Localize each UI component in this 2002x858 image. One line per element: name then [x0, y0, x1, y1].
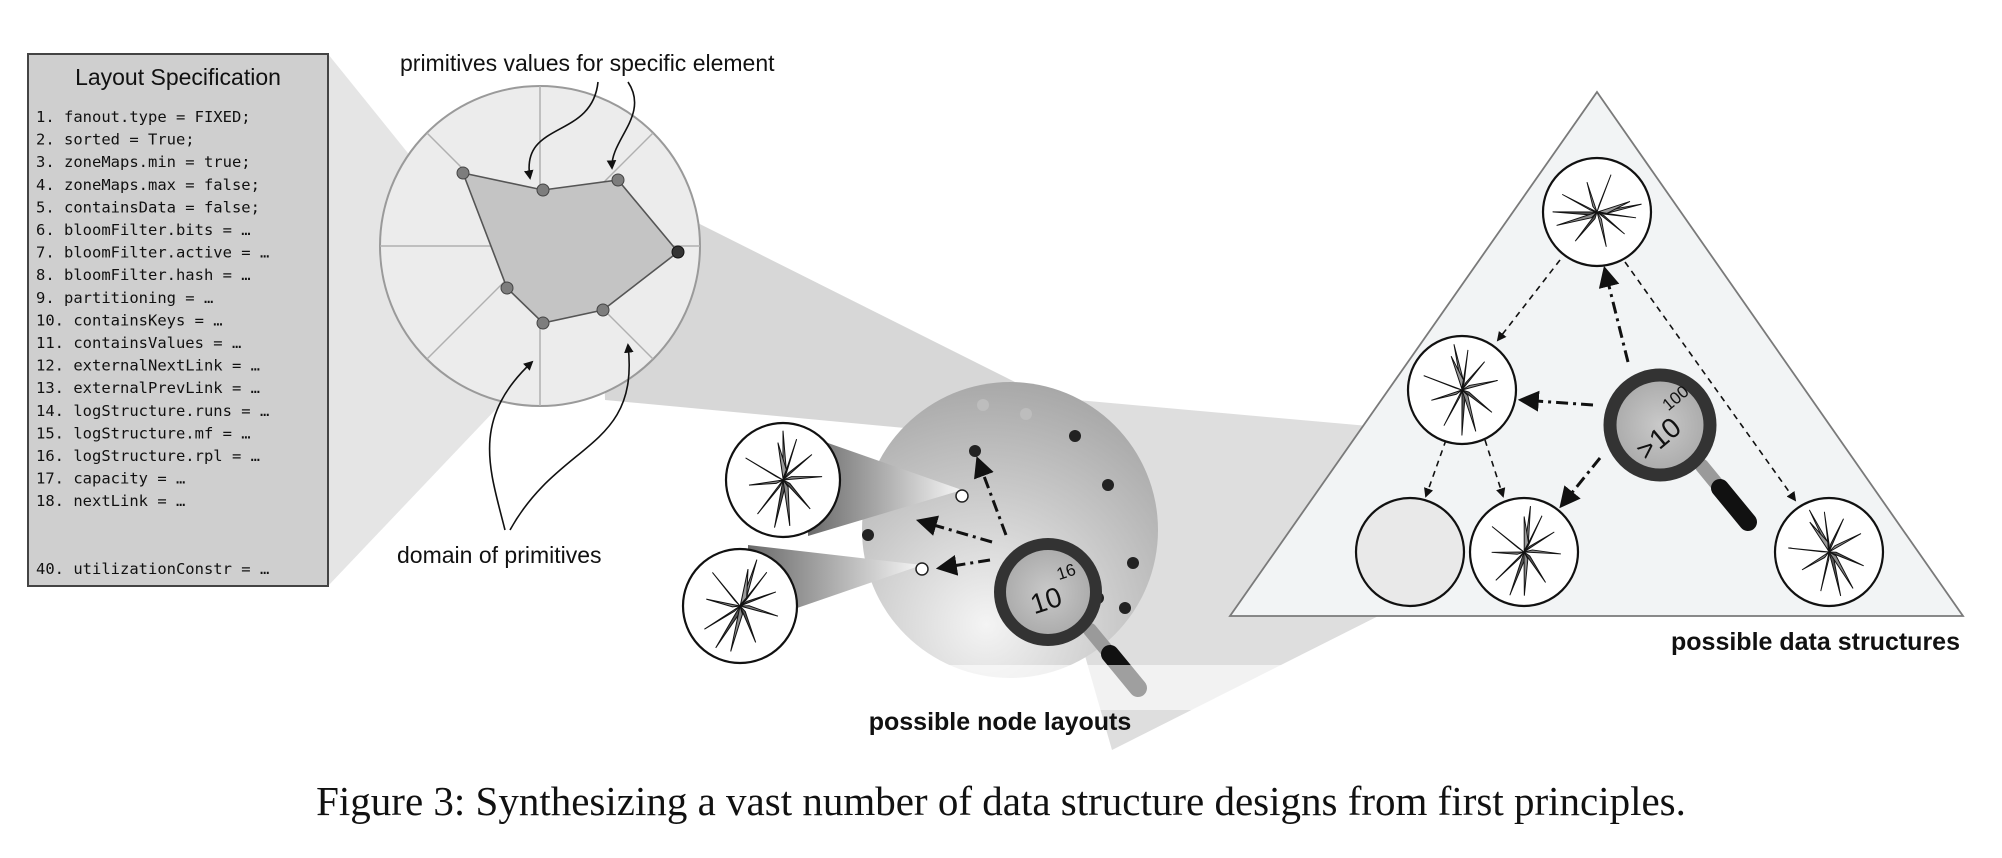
layout-specification-line: 5. containsData = false; — [36, 198, 260, 216]
search-arrow-bottom — [1559, 457, 1602, 509]
layout-specification-lines: 1. fanout.type = FIXED; 2. sorted = True;… — [36, 108, 269, 510]
primitives-values-label: primitives values for specific element — [400, 50, 775, 76]
data-structure-space: > 10 100 — [1228, 90, 1965, 617]
node-layout-space — [862, 382, 1158, 678]
layout-specification-line: 10. containsKeys = … — [36, 311, 223, 329]
data-structure-mid — [1406, 334, 1518, 446]
layout-specification-line: 4. zoneMaps.max = false; — [36, 176, 260, 194]
edge-root-to-right — [1624, 261, 1797, 502]
layout-specification-line: 15. logStructure.mf = … — [36, 424, 251, 442]
layout-specification-line: 2. sorted = True; — [36, 131, 195, 149]
layout-specification-line: 9. partitioning = … — [36, 289, 213, 307]
edge-mid-to-empty — [1424, 439, 1447, 498]
layout-specification-last-line: 40. utilizationConstr = … — [36, 560, 269, 578]
data-structure-bottom — [1468, 496, 1580, 608]
search-arrow-3 — [935, 554, 991, 576]
layout-specification-line: 17. capacity = … — [36, 470, 185, 488]
figure-caption: Figure 3: Synthesizing a vast number of … — [316, 778, 1686, 824]
node-count-exponent: 16 — [1054, 560, 1078, 584]
edge-root-to-mid — [1496, 259, 1561, 342]
projection-beam-radar-to-node — [600, 174, 1015, 428]
search-arrow-mid — [1517, 390, 1594, 412]
node-layout-star-lower — [681, 546, 799, 665]
layout-specification-line: 18. nextLink = … — [36, 492, 185, 510]
layout-specification-line: 14. logStructure.runs = … — [36, 402, 269, 420]
callout-arrow-domain-2 — [509, 343, 634, 531]
layout-specification-title: Layout Specification — [75, 64, 281, 90]
layout-specification-line: 13. externalPrevLink = … — [36, 379, 260, 397]
callout-arrow-primitive-value-2 — [606, 81, 636, 170]
layout-specification-line: 8. bloomFilter.hash = … — [36, 266, 251, 284]
layout-specification-panel: Layout Specification 1. fanout.type = FI… — [27, 53, 329, 587]
domain-of-primitives-label: domain of primitives — [397, 542, 602, 568]
search-arrow-root — [1598, 265, 1630, 363]
node-layouts-label: possible node layouts — [869, 708, 1132, 736]
zoom-cone-upper — [808, 436, 962, 536]
layout-specification-line: 3. zoneMaps.min = true; — [36, 153, 251, 171]
primitive-radar-chart — [379, 81, 701, 531]
edge-mid-to-bottom — [1484, 439, 1506, 498]
data-structure-right — [1773, 493, 1885, 608]
layout-specification-box — [27, 53, 329, 587]
data-structure-root — [1541, 156, 1653, 268]
layout-specification-line: 6. bloomFilter.bits = … — [36, 221, 251, 239]
layout-specification-line: 11. containsValues = … — [36, 334, 241, 352]
haze-band — [845, 665, 1460, 710]
data-structure-triangle — [1228, 90, 1965, 617]
node-layout-sphere: 10 16 — [748, 382, 1158, 697]
layout-specification-line: 12. externalNextLink = … — [36, 357, 260, 375]
layout-specification-line: 16. logStructure.rpl = … — [36, 447, 260, 465]
data-structures-label: possible data structures — [1671, 628, 1960, 656]
node-layout-star-upper — [724, 421, 842, 539]
node-layout-points — [862, 399, 1139, 614]
layout-specification-line: 7. bloomFilter.active = … — [36, 244, 269, 262]
callout-arrow-primitive-value-1 — [523, 81, 599, 180]
magnifier-icon-structures — [1603, 368, 1757, 531]
radar-value-points — [456, 166, 685, 330]
radar-value-polygon — [461, 171, 680, 324]
layout-specification-line: 1. fanout.type = FIXED; — [36, 108, 251, 126]
callout-arrow-domain-1 — [488, 360, 534, 531]
data-structure-empty — [1354, 496, 1466, 608]
